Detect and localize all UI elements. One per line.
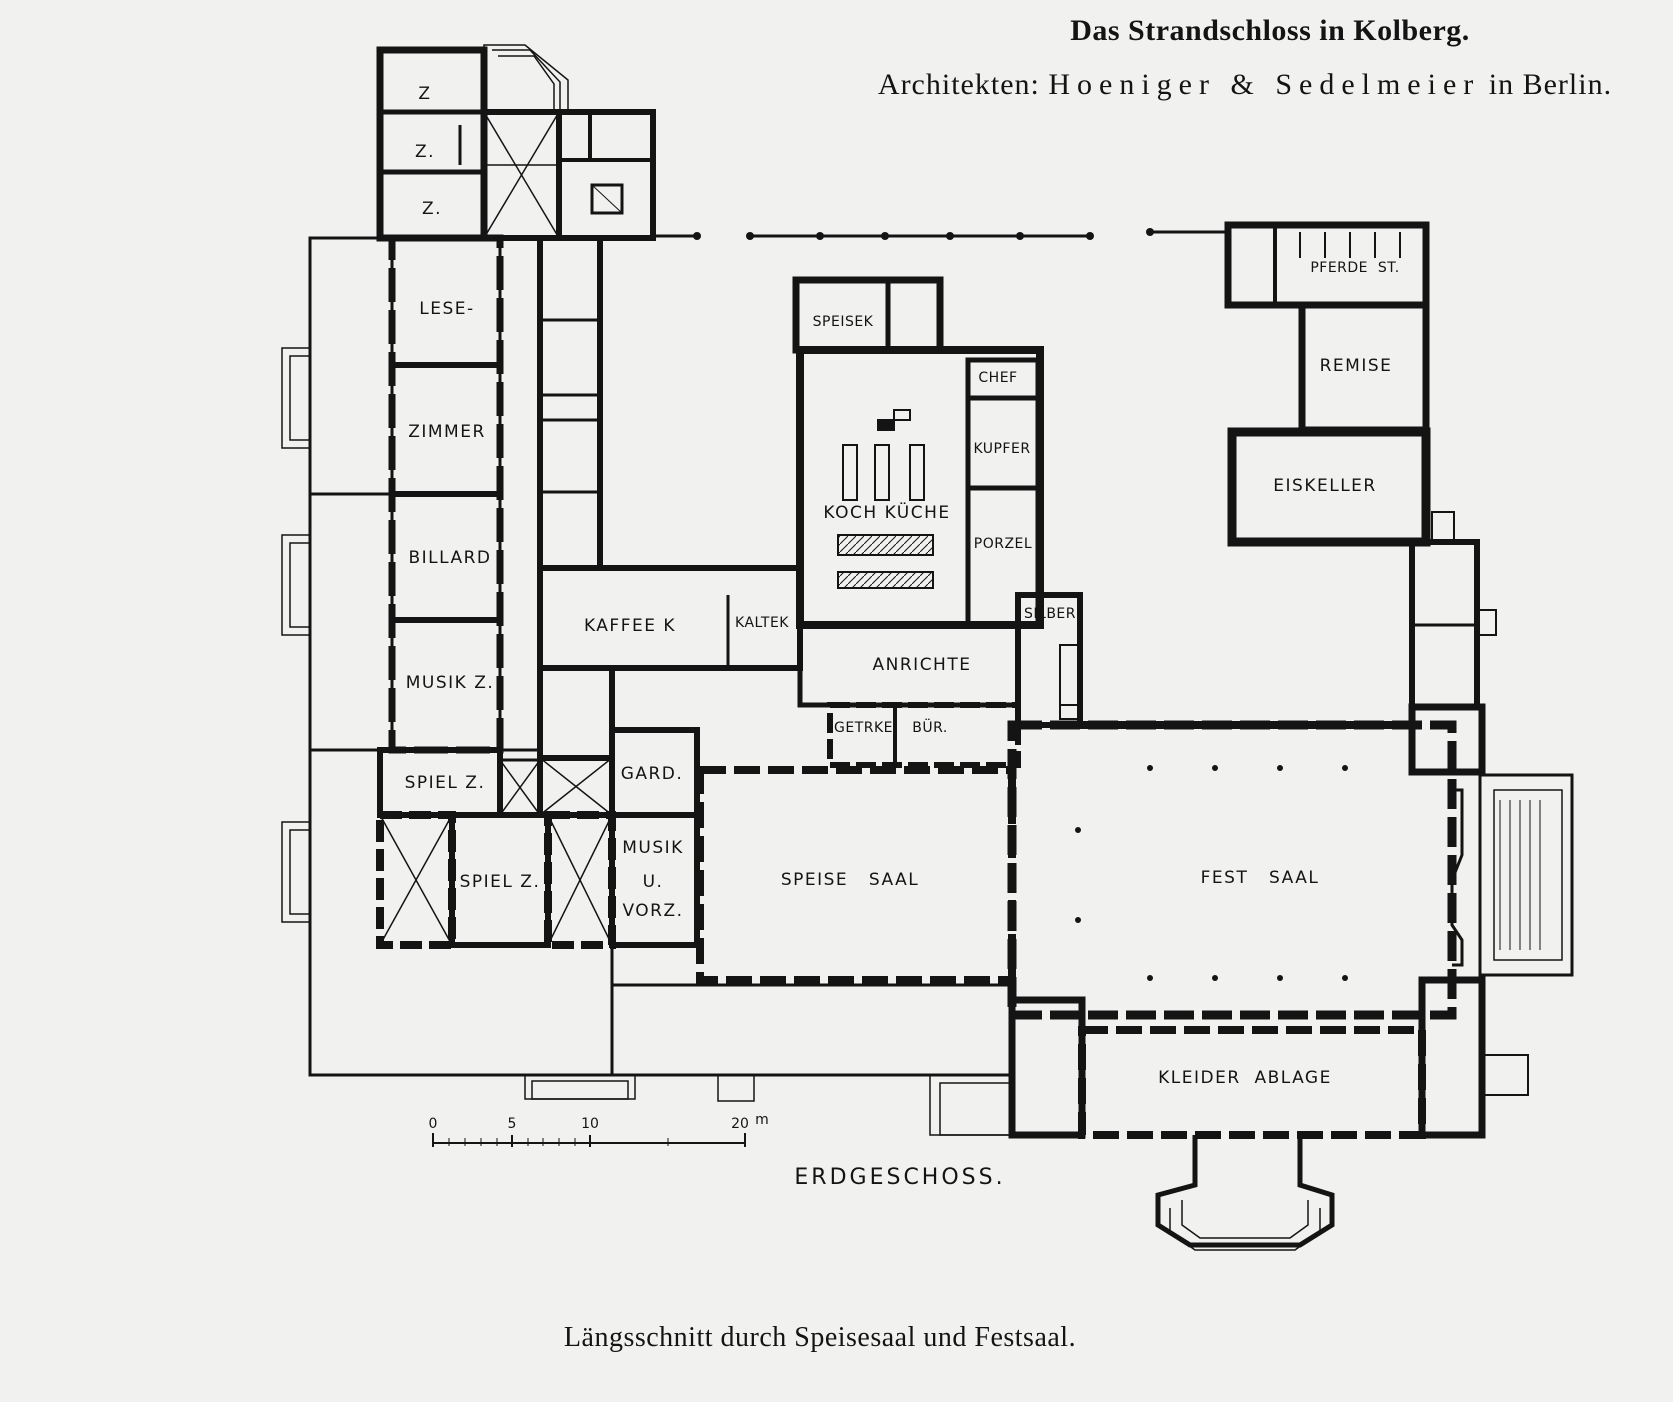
room-chef: CHEF [978,370,1017,386]
room-porzel: PORZEL [974,536,1032,552]
room-z-1: Z [418,84,431,104]
room-silber: SILBER [1024,606,1076,622]
room-kleider-ablage: KLEIDER ABLAGE [1158,1068,1332,1088]
architects-names: Hoeniger & Sedelmeier [1048,68,1481,101]
room-anrichte: ANRICHTE [873,655,972,675]
room-musik-u-vorz-3: VORZ. [622,901,683,921]
room-zimmer: ZIMMER [408,422,486,442]
room-musik-u-vorz-1: MUSIK [622,838,684,858]
architects-line: Architekten: Hoeniger & Sedelmeier in Be… [820,68,1670,102]
room-eiskeller: EISKELLER [1273,476,1376,496]
room-billard: BILLARD [408,548,491,568]
room-lese: LESE- [419,299,474,319]
scale-tick-5: 5 [508,1116,517,1132]
room-getrke: GETRKE. [834,720,898,736]
room-musik-u-vorz-2: U. [643,872,664,892]
room-musik-z: MUSIK Z. [406,673,495,693]
scale-tick-0: 0 [429,1116,438,1132]
floor-label: ERDGESCHOSS. [794,1165,1006,1190]
room-pferde-st: PFERDE ST. [1310,260,1399,276]
walls [281,44,1574,1251]
stable-stalls [1299,232,1401,258]
architects-suffix: in Berlin. [1488,68,1613,101]
festsaal-columns [1075,765,1348,981]
room-speise-saal: SPEISE SAAL [781,870,919,890]
scale-tick-20: 20 [731,1116,749,1132]
room-gard: GARD. [621,764,684,784]
room-koch-kueche: KOCH KÜCHE [823,501,950,523]
scale-unit: m [755,1112,769,1128]
scale-bar: 0 5 10 20 m [429,1112,769,1147]
room-kaffee-k: KAFFEE K [584,616,676,636]
room-kaltek: KALTEK [735,615,789,631]
section-caption: Längsschnitt durch Speisesaal und Festsa… [563,1322,1077,1353]
architects-prefix: Architekten: [877,68,1040,101]
room-speisek: SPEISEK [813,314,874,330]
scale-tick-10: 10 [581,1116,599,1132]
room-z-2: Z. [415,142,435,162]
room-remise: REMISE [1320,356,1393,376]
room-buer: BÜR. [912,718,948,736]
kitchen-fixtures [837,409,1079,720]
room-fest-saal: FEST SAAL [1201,868,1320,888]
plan-title: Das Strandschloss in Kolberg. [1070,14,1470,47]
room-kupfer: KUPFER [973,441,1030,457]
room-z-3: Z. [422,199,442,219]
room-spiel-z-upper: SPIEL Z. [405,773,486,793]
room-spiel-z-lower: SPIEL Z. [460,872,541,892]
fence-posts [693,228,1154,240]
